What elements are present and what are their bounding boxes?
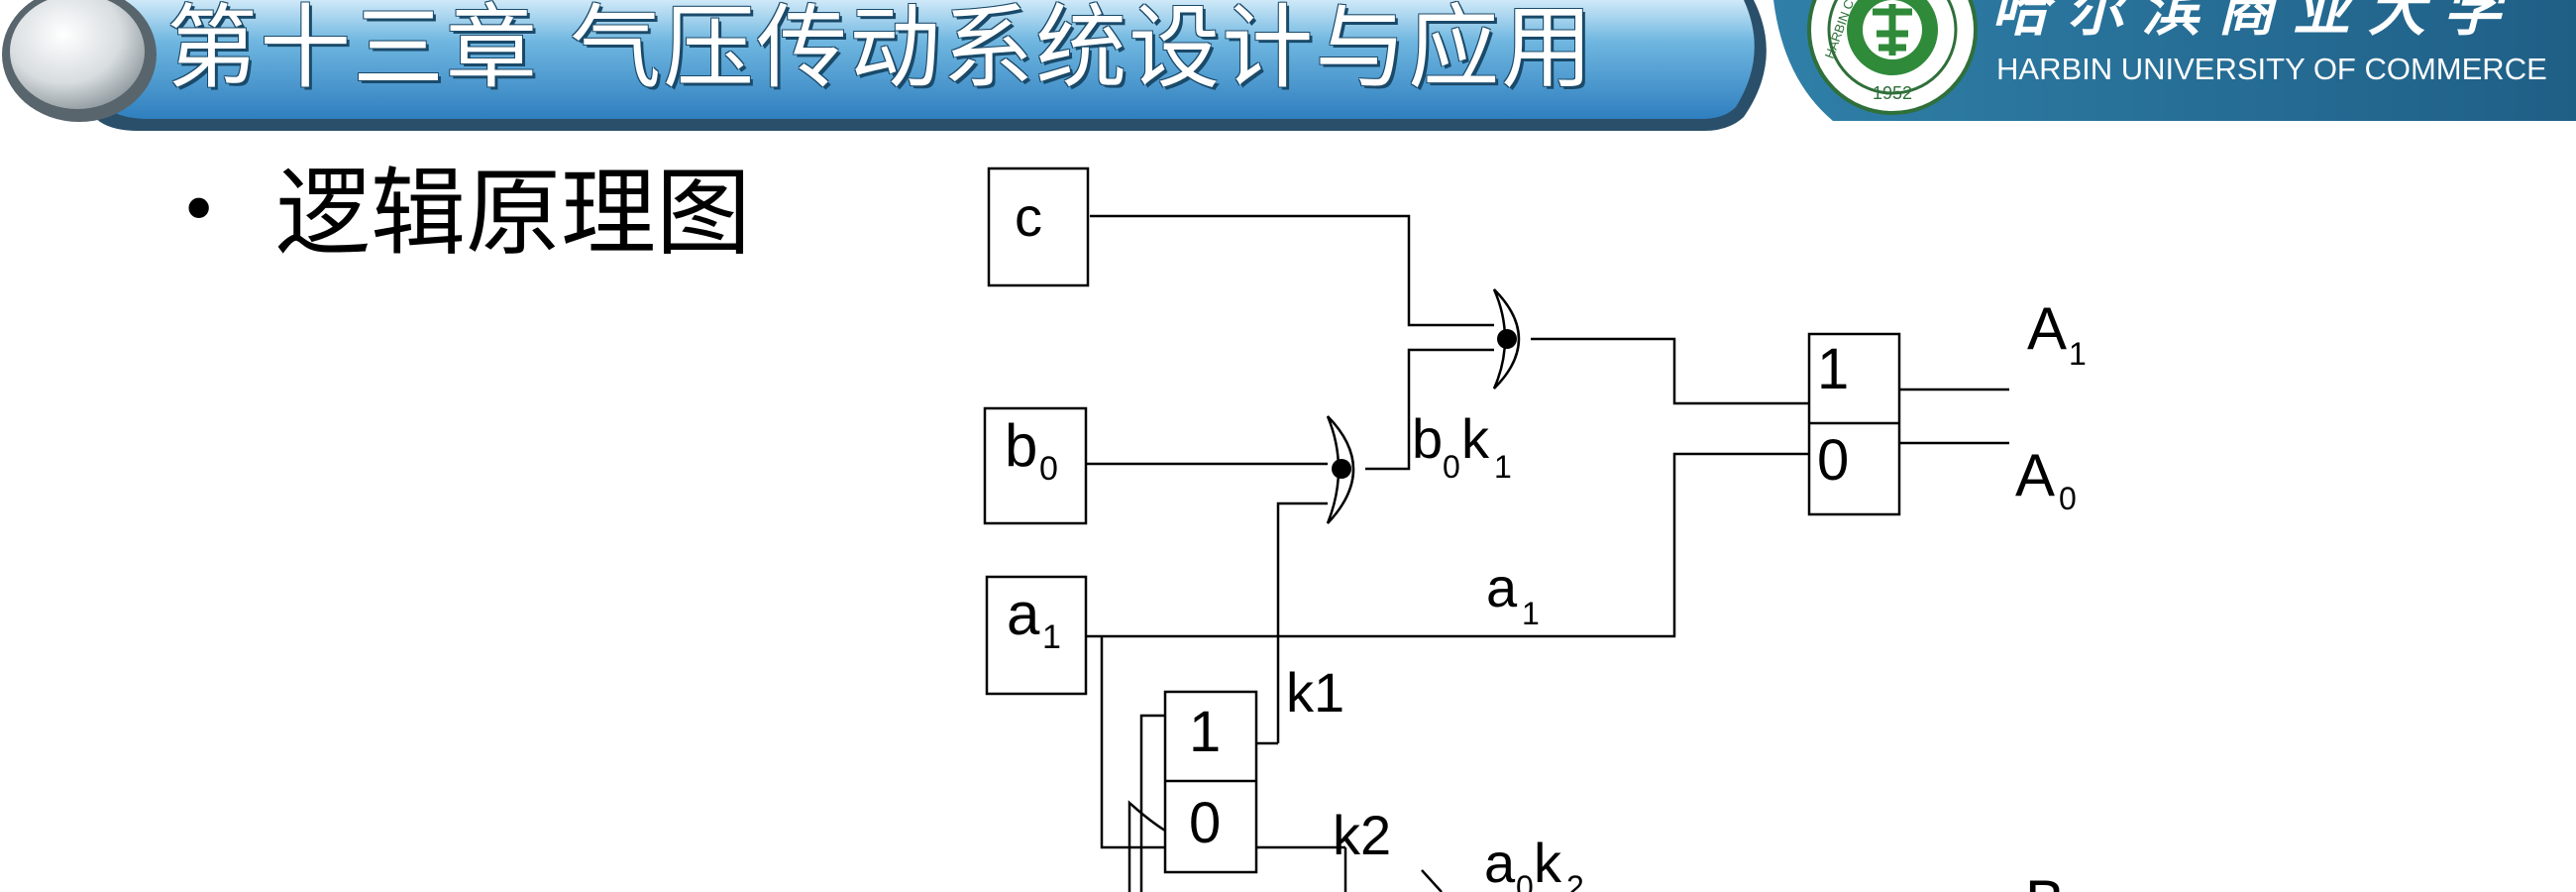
label-a0k2-k: k <box>1534 832 1562 892</box>
memory-upper-zero: 0 <box>1817 428 1849 493</box>
university-name-en: HARBIN UNIVERSITY OF COMMERCE <box>1996 52 2547 86</box>
slide-heading: 逻辑原理图 <box>275 158 751 269</box>
output-label-A1: A <box>2027 295 2067 362</box>
memory-lower-zero: 0 <box>1189 791 1221 855</box>
and-gate-lower <box>1326 415 1355 524</box>
label-a1: a <box>1486 556 1518 618</box>
output-label-A0-sub: 0 <box>2059 481 2077 516</box>
label-b0k1-0: 0 <box>1443 449 1460 485</box>
input-label-b-sub: 0 <box>1039 450 1058 488</box>
university-name-cn: 哈尔滨商业大学 <box>1991 0 2520 44</box>
label-b0k1-1: 1 <box>1494 449 1512 485</box>
seal-year: 1952 <box>1873 83 1912 103</box>
memory-block-upper <box>1807 332 1901 516</box>
memory-lower-one: 1 <box>1189 700 1221 764</box>
and-gate-upper <box>1492 288 1521 390</box>
diagram-wires <box>1086 214 2009 892</box>
memory-upper-one: 1 <box>1817 337 1849 401</box>
memory-block-lower <box>1163 690 1258 874</box>
label-a0k2-2: 2 <box>1566 869 1584 892</box>
header-banner: 1952 HARBIN COMMERCE 第十三章 气压传动系统设计与应用 哈尔… <box>0 0 2576 134</box>
output-label-B: B <box>2025 868 2065 892</box>
input-box-a1 <box>985 575 1088 696</box>
label-b0k1-b: b <box>1412 407 1443 470</box>
label-a0k2-0: 0 <box>1516 869 1534 892</box>
input-label-a-sub: 1 <box>1042 618 1061 656</box>
input-label-c: c <box>1015 185 1042 248</box>
university-seal-icon: 1952 HARBIN COMMERCE <box>1807 0 1978 115</box>
header-background: 1952 HARBIN COMMERCE <box>2 0 2576 131</box>
output-label-A0: A <box>2015 442 2055 508</box>
input-label-a: a <box>1007 581 1040 647</box>
label-a1-sub: 1 <box>1522 596 1540 631</box>
bullet-marker: • <box>178 169 220 251</box>
chapter-title: 第十三章 气压传动系统设计与应用 <box>166 0 1595 101</box>
label-k1: k1 <box>1286 661 1344 724</box>
input-box-b0 <box>983 406 1088 525</box>
label-b0k1-k: k <box>1461 407 1490 470</box>
input-box-c <box>987 167 1090 287</box>
output-label-A1-sub: 1 <box>2069 336 2087 372</box>
input-label-b: b <box>1005 412 1037 479</box>
label-a0k2-a: a <box>1484 832 1516 892</box>
label-k2: k2 <box>1333 804 1391 866</box>
